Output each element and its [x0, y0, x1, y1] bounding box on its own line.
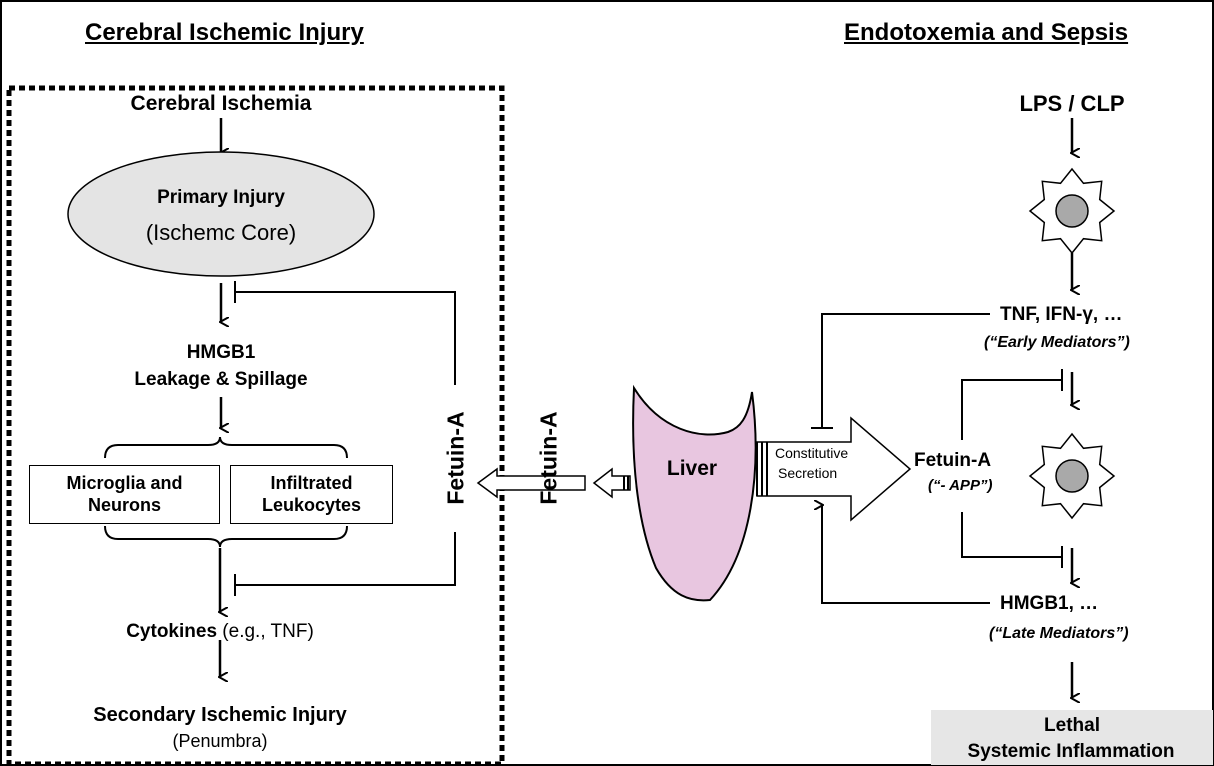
primary-injury-label: Primary Injury [157, 187, 285, 208]
leakage-label: Leakage & Spillage [134, 369, 308, 390]
tnf-label: TNF, IFN-γ, … [1000, 304, 1123, 325]
secretion-arrow [756, 416, 912, 522]
primary-injury-ellipse [67, 151, 375, 277]
right-header: Endotoxemia and Sepsis [844, 19, 1129, 46]
ischemic-core-label: (Ischemc Core) [145, 220, 297, 245]
hmgb1-label: HMGB1 [186, 342, 256, 363]
liver-shape [632, 384, 757, 602]
penumbra-label: (Penumbra) [172, 731, 268, 751]
secretion-label: Secretion [778, 465, 838, 481]
left-header: Cerebral Ischemic Injury [85, 19, 364, 46]
brace-bottom [104, 525, 348, 548]
lethal-inflammation-box [931, 710, 1213, 765]
macrophage-top [1028, 167, 1116, 255]
late-mediators-label: (“Late Mediators”) [989, 625, 1129, 642]
app-label: (“- APP”) [928, 477, 993, 494]
hollow-arrow-to-brain [476, 467, 586, 499]
secondary-injury-label: Secondary Ischemic Injury [93, 704, 347, 726]
macrophage-bottom [1028, 432, 1116, 520]
leukocytes-line2: Leukocytes [261, 494, 362, 515]
early-mediators-label: (“Early Mediators”) [984, 334, 1130, 351]
right-hmgb1-label: HMGB1, … [1000, 593, 1099, 614]
brace-top [104, 436, 348, 459]
constitutive-label: Constitutive [775, 445, 849, 461]
fetuin-inhibit-lower [961, 512, 1062, 558]
fetuin-inner-label: Fetuin-A [442, 411, 469, 505]
fetuin-inhibit-line-top [235, 291, 456, 385]
hmgb1-feedback-arrow [822, 505, 990, 604]
right-fetuin-label: Fetuin-A [914, 450, 992, 471]
cytokines-label: Cytokines (e.g., TNF) [126, 622, 314, 641]
microglia-line2: Neurons [87, 494, 161, 515]
fetuin-outer-label: Fetuin-A [535, 411, 562, 505]
cerebral-ischemia-label: Cerebral Ischemia [130, 92, 312, 115]
cytokines-word: Cytokines [126, 621, 218, 642]
lps-clp-label: LPS / CLP [1019, 91, 1125, 116]
lethal-label-line2: Systemic Inflammation [967, 741, 1175, 762]
ischemic-region-border [6, 85, 505, 766]
tnf-inhibit-line [821, 313, 990, 428]
cytokines-example: (e.g., TNF) [217, 621, 314, 642]
leukocytes-line1: Infiltrated [270, 472, 353, 493]
lethal-label-line1: Lethal [1044, 715, 1100, 736]
microglia-line1: Microglia and [66, 472, 183, 493]
liver-label: Liver [666, 457, 718, 480]
fetuin-inhibit-line-bottom [235, 532, 456, 586]
fetuin-inhibit-upper [961, 379, 1062, 440]
hollow-arrow-from-liver [592, 467, 631, 499]
